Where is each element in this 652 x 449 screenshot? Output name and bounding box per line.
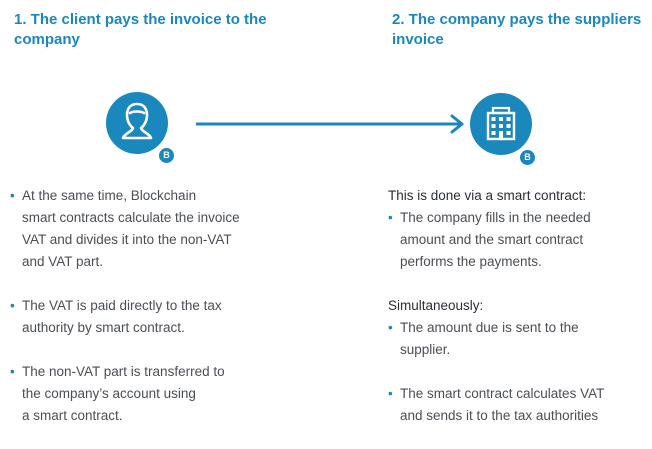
list-item: • The non-VAT part is transferred to the… [10,361,300,427]
list-item: • The VAT is paid directly to the tax au… [10,295,300,339]
step1-title: 1. The client pays the invoice to the co… [14,11,267,48]
company-circle [470,93,532,155]
bullet-text: the company’s account using [22,386,196,401]
bullet-icon: • [10,364,15,379]
bullet-icon: • [388,210,393,225]
list-item: • The smart contract calculates VAT and … [388,383,650,427]
bullet-icon: • [388,386,393,401]
person-icon [121,102,153,140]
bullet-text: a smart contract. [22,408,123,423]
bullet-text: The VAT is paid directly to the tax [22,298,222,313]
smart-contract-heading: This is done via a smart contract: [388,188,587,203]
flow-arrow-icon [196,114,464,134]
bullet-icon: • [388,320,393,335]
bullet-text: The non-VAT part is transferred to [22,364,225,379]
company-steps-list: This is done via a smart contract: • The… [388,185,650,427]
blockchain-badge-icon: B [157,146,176,165]
bullet-text: supplier. [400,342,451,357]
bullet-text: amount and the smart contract [400,232,584,247]
client-steps-list: • At the same time, Blockchain smart con… [10,185,300,449]
list-item: • The amount due is sent to the supplier… [388,317,650,361]
building-icon [486,106,516,141]
client-circle [106,92,168,154]
bullet-text: smart contracts calculate the invoice [22,210,240,225]
bullet-text: VAT and divides it into the non-VAT [22,232,232,247]
bullet-text: The company fills in the needed [400,210,591,225]
list-item: • The company fills in the needed amount… [388,207,650,273]
bullet-text: The smart contract calculates VAT [400,386,605,401]
bullet-text: At the same time, Blockchain [22,188,197,203]
blockchain-badge-icon: B [518,148,537,167]
simultaneously-heading: Simultaneously: [388,298,484,313]
step2-title: 2. The company pays the suppliers invoic… [392,11,642,48]
bullet-text: The amount due is sent to the [400,320,579,335]
bullet-text: and sends it to the tax authorities [400,408,599,423]
bullet-text: performs the payments. [400,254,542,269]
bullet-icon: • [10,298,15,313]
list-item: • At the same time, Blockchain smart con… [10,185,300,273]
bullet-icon: • [10,188,15,203]
bullet-text: and VAT part. [22,254,104,269]
bullet-text: authority by smart contract. [22,320,185,335]
